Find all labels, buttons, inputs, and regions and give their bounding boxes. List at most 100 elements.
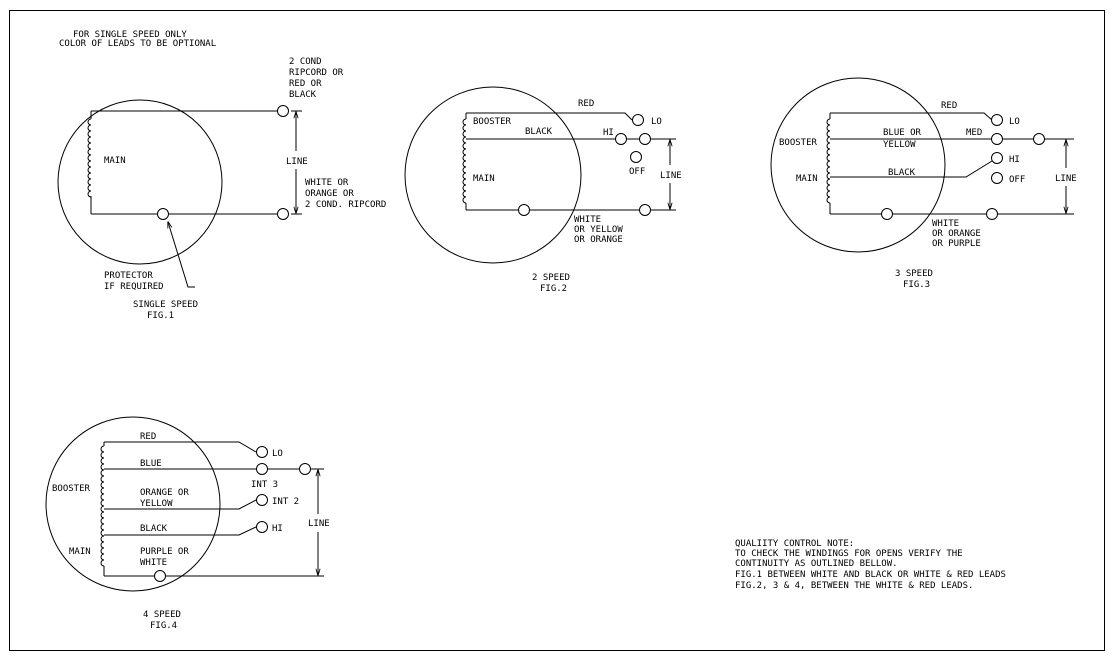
fig4-caption-2: FIG.4 <box>150 621 177 631</box>
fig2-white-label-1: WHITE <box>574 215 601 225</box>
fig3-white-label-1: WHITE <box>932 219 959 229</box>
sheet-border <box>9 10 1105 651</box>
fig3-caption-1: 3 SPEED <box>895 269 933 279</box>
fig2-black-label: BLACK <box>525 127 553 137</box>
fig2-red-label: RED <box>578 99 594 109</box>
fig3-off-label: OFF <box>1009 175 1025 185</box>
fig1-bottom-lead-label-3: 2 COND. RIPCORD <box>305 200 386 210</box>
fig4-orange-label-2: YELLOW <box>140 499 173 509</box>
fig1-top-lead-label-1: 2 COND <box>289 57 322 67</box>
fig2-winding <box>462 118 467 204</box>
fig4-hi-terminal <box>256 521 268 533</box>
fig4-int3-label: INT 3 <box>251 480 278 490</box>
fig2-hi-terminal <box>615 133 627 145</box>
fig4-blue-label: BLUE <box>140 459 162 469</box>
fig4-lo-terminal <box>256 446 268 458</box>
note-line-3: CONTINUITY AS OUTLINED BELLOW. <box>735 559 898 569</box>
fig3-off-terminal <box>991 172 1003 184</box>
fig1-bottom-terminal <box>277 208 289 220</box>
fig1-single-speed: FOR SINGLE SPEED ONLY COLOR OF LEADS TO … <box>57 30 386 321</box>
fig2-booster-label: BOOSTER <box>473 117 512 127</box>
fig4-caption-1: 4 SPEED <box>143 610 181 620</box>
fig4-line-label: LINE <box>308 519 330 529</box>
fig3-white-label-2: OR ORANGE <box>932 229 981 239</box>
fig4-main-label: MAIN <box>69 547 91 557</box>
fig1-protector-label-1: PROTECTOR <box>104 271 153 281</box>
fig3-red-lead <box>830 112 993 121</box>
fig4-black-label: BLACK <box>140 524 168 534</box>
fig2-off-terminal <box>630 151 642 163</box>
fig3-blue-label-1: BLUE OR <box>883 128 922 138</box>
fig3-booster-label: BOOSTER <box>779 138 818 148</box>
fig4-four-speed: RED LO BLUE INT 3 BOOSTER ORANGE OR YELL… <box>45 416 330 631</box>
fig4-common-symbol <box>154 570 166 582</box>
fig1-protector-label-2: IF REQUIRED <box>104 282 164 292</box>
fig3-common-symbol <box>881 208 893 220</box>
fig3-hi-terminal <box>991 152 1003 164</box>
fig1-top-lead-label-2: RIPCORD OR <box>289 68 344 78</box>
fig2-main-label: MAIN <box>473 174 495 184</box>
fig1-protector-leader <box>168 222 195 288</box>
fig2-lo-label: LO <box>651 117 662 127</box>
fig4-int2-label: INT 2 <box>272 497 299 507</box>
fig2-two-speed: RED LO BOOSTER BLACK HI OFF MAIN WHITE O… <box>404 86 682 294</box>
fig4-winding <box>100 445 105 567</box>
fig2-white-label-2: OR YELLOW <box>574 225 623 235</box>
fig3-line-terminal-top <box>1033 133 1045 145</box>
fig3-black-lead <box>830 160 993 178</box>
fig4-red-lead <box>104 441 257 453</box>
fig2-white-label-3: OR ORANGE <box>574 235 623 245</box>
fig4-purple-label-2: WHITE <box>140 558 167 568</box>
fig3-white-label-3: OR PURPLE <box>932 239 981 249</box>
fig3-lo-label: LO <box>1009 117 1020 127</box>
fig2-off-label: OFF <box>629 167 645 177</box>
fig1-caption-2: FIG.1 <box>147 311 174 321</box>
fig3-main-label: MAIN <box>796 174 818 184</box>
fig1-top-terminal <box>277 105 289 117</box>
fig4-booster-label: BOOSTER <box>52 484 91 494</box>
quality-control-note: QUALIITY CONTROL NOTE: TO CHECK THE WIND… <box>735 539 1006 591</box>
fig3-line-terminal-bottom <box>986 208 998 220</box>
fig3-red-label: RED <box>941 101 957 111</box>
fig1-main-winding <box>87 118 92 198</box>
fig4-line-terminal-top <box>299 463 311 475</box>
fig2-line-terminal-bottom <box>639 204 651 216</box>
fig3-med-label: MED <box>966 128 982 138</box>
fig3-blue-label-2: YELLOW <box>883 140 916 150</box>
fig4-black-lead <box>104 526 257 536</box>
fig4-hi-label: HI <box>272 524 283 534</box>
fig3-lo-terminal <box>991 114 1003 126</box>
fig3-winding <box>826 118 831 204</box>
fig2-hi-label: HI <box>603 128 614 138</box>
fig1-caption-1: SINGLE SPEED <box>133 300 198 310</box>
fig3-line-label: LINE <box>1055 174 1077 184</box>
fig1-protector-symbol <box>157 208 169 220</box>
fig4-lo-label: LO <box>272 449 283 459</box>
fig1-main-label: MAIN <box>104 156 126 166</box>
note-line-1: QUALIITY CONTROL NOTE: <box>735 539 854 549</box>
note-line-2: TO CHECK THE WINDINGS FOR OPENS VERIFY T… <box>735 549 963 559</box>
fig2-red-lead <box>466 112 633 121</box>
fig1-line-label: LINE <box>286 157 308 167</box>
fig4-int3-terminal <box>256 463 268 475</box>
fig2-line-label: LINE <box>660 171 682 181</box>
fig2-line-terminal-top <box>639 133 651 145</box>
fig1-top-lead-label-3: RED OR <box>289 79 322 89</box>
fig4-motor-circle <box>45 416 221 592</box>
note-line-4: FIG.1 BETWEEN WHITE AND BLACK OR WHITE &… <box>735 570 1006 580</box>
fig4-red-label: RED <box>140 432 156 442</box>
fig3-black-label: BLACK <box>888 168 916 178</box>
fig2-lo-terminal <box>632 114 644 126</box>
fig1-motor-circle <box>57 99 223 265</box>
fig3-motor-circle <box>770 77 946 253</box>
fig3-med-terminal <box>991 133 1003 145</box>
fig1-header-1: FOR SINGLE SPEED ONLY <box>73 30 187 40</box>
fig1-top-lead-label-4: BLACK <box>289 90 317 100</box>
fig1-bottom-lead-label-1: WHITE OR <box>305 178 349 188</box>
fig1-header-2: COLOR OF LEADS TO BE OPTIONAL <box>59 39 216 49</box>
fig4-orange-label-1: ORANGE OR <box>140 488 189 498</box>
fig2-common-symbol <box>518 204 530 216</box>
fig2-caption-2: FIG.2 <box>540 284 567 294</box>
